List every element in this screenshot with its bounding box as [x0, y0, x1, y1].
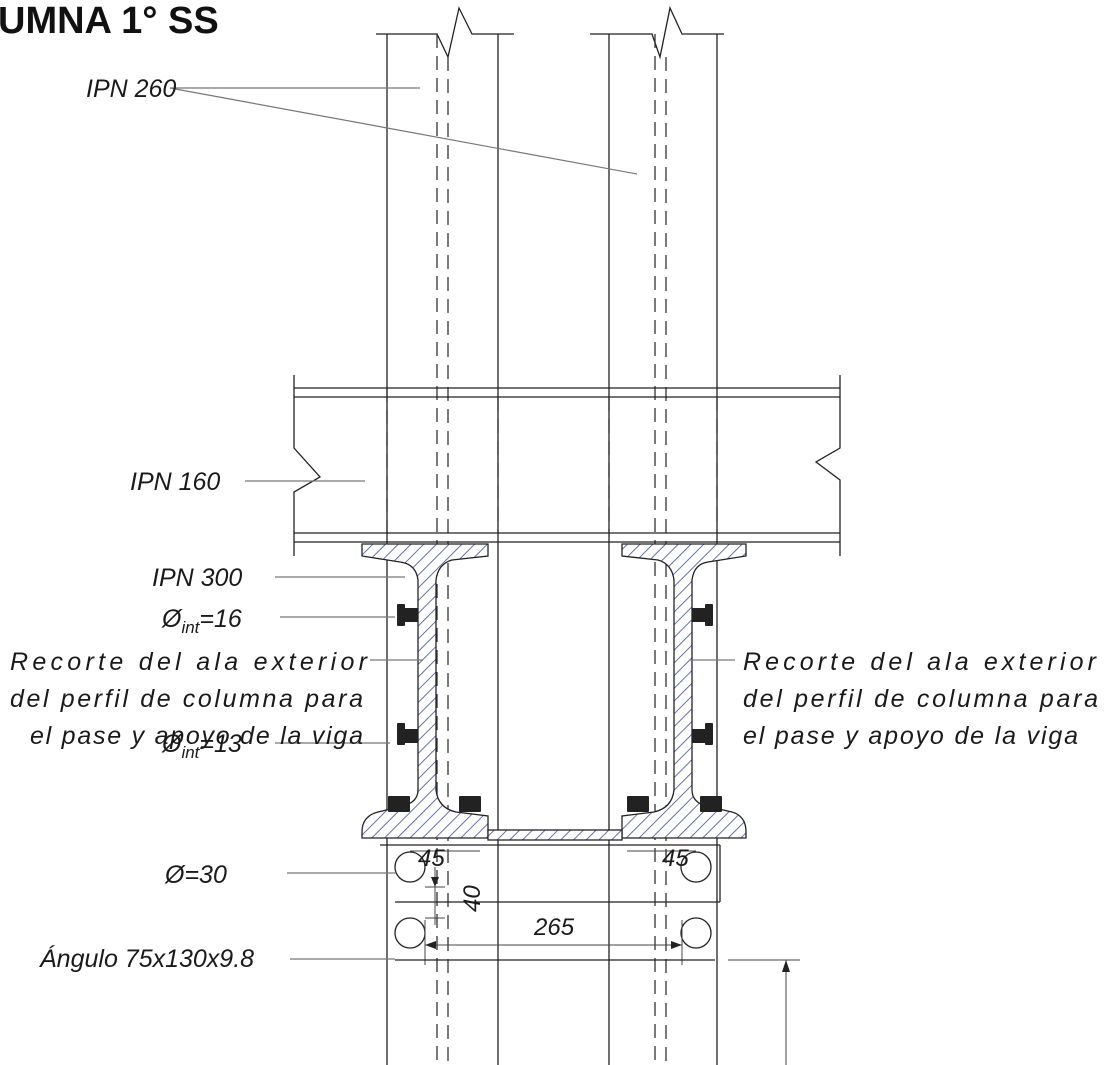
angle-75x130: [380, 844, 721, 903]
phi-16-sub: int: [181, 618, 200, 637]
label-phi-30: Ø=30: [164, 861, 227, 889]
ipn260-column-right: [590, 5, 724, 1065]
label-phi-int-13: Øint=13: [161, 730, 242, 762]
phi-16-suffix: =16: [199, 605, 242, 633]
label-phi-int-16: Øint=16: [161, 605, 242, 637]
ipn300-section-left: [361, 543, 489, 839]
holes-d30: [394, 851, 712, 949]
label-ipn260: IPN 260: [86, 75, 176, 103]
phi-13-prefix: Ø: [161, 730, 183, 758]
dim-40: 40: [459, 885, 486, 912]
leader-lines: [169, 87, 735, 960]
recorte-right-line-3: el pase y apoyo de la viga: [743, 722, 1078, 750]
label-ipn160: IPN 160: [130, 468, 220, 496]
phi-13-sub: int: [181, 743, 200, 762]
dim-265: 265: [533, 914, 575, 941]
dimension-lines: [395, 850, 800, 1065]
recorte-left-line-3: el pase y apoyo de la viga: [30, 722, 363, 750]
recorte-right-line-1: Recorte del ala exterior: [743, 648, 1098, 676]
dim-45-left: 45: [418, 845, 445, 872]
drawing-title: UMNA 1° SS: [0, 0, 219, 42]
bolts: [388, 604, 722, 812]
recorte-left-line-1: Recorte del ala exterior: [10, 648, 369, 676]
ipn160-beam: [293, 375, 841, 556]
recorte-right-line-2: del perfil de columna para: [743, 685, 1098, 713]
label-ipn300: IPN 300: [152, 564, 242, 592]
ipn300-section-right: [621, 543, 747, 839]
phi-16-prefix: Ø: [161, 605, 183, 633]
recorte-left-line-2: del perfil de columna para: [10, 685, 363, 713]
phi-13-suffix: =13: [199, 730, 242, 758]
bottom-plate: [487, 829, 623, 841]
ipn260-column-left: [376, 6, 514, 1065]
label-angulo: Ángulo 75x130x9.8: [38, 944, 254, 973]
dim-45-right: 45: [662, 845, 689, 872]
